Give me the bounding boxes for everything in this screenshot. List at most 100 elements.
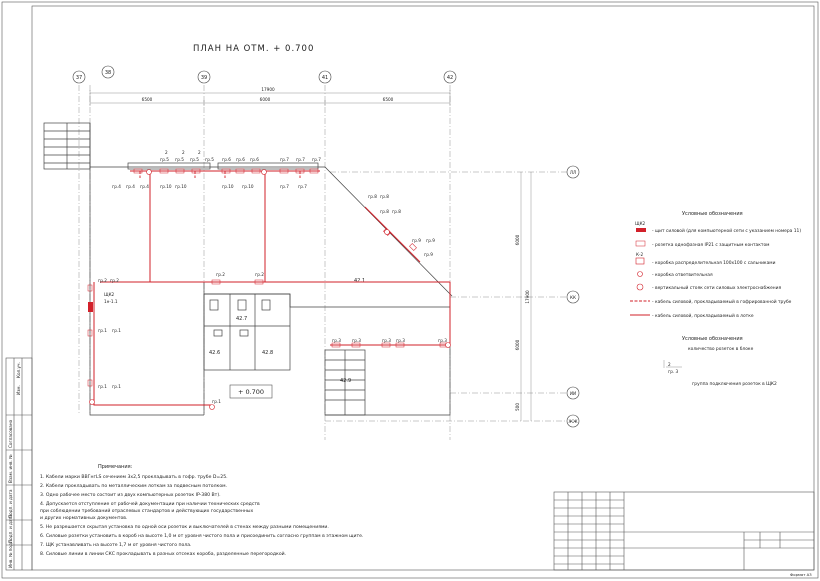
dim-right-b: 6000 — [515, 339, 520, 350]
svg-text:6. Силовые розетки установить: 6. Силовые розетки установить в короб на… — [40, 533, 363, 539]
svg-text:гр.7: гр.7 — [298, 184, 307, 189]
svg-text:Условные обозначения: Условные обозначения — [682, 336, 743, 342]
svg-text:гр.6: гр.6 — [236, 157, 245, 162]
side-label-6: Кол.уч. — [16, 362, 21, 378]
axis-37: 37 — [76, 75, 82, 81]
svg-text:4. Допускается отступление от: 4. Допускается отступление от рабочей до… — [40, 500, 260, 507]
svg-text:гр.3: гр.3 — [438, 338, 447, 343]
axis-39: 39 — [201, 75, 207, 81]
axis-bubbles-top: 37 38 39 41 42 — [72, 65, 457, 84]
svg-text:гр.7: гр.7 — [280, 184, 289, 189]
svg-text:гр.8: гр.8 — [380, 209, 389, 214]
svg-text:и других нормативных документо: и других нормативных документов. — [40, 516, 127, 521]
svg-text:гр.2: гр.2 — [216, 272, 225, 277]
svg-text:количество розеток в блоке: количество розеток в блоке — [688, 345, 754, 352]
room-42-8: 42.8 — [262, 350, 273, 356]
svg-text:гр.3: гр.3 — [382, 338, 391, 343]
cable-routes — [93, 170, 451, 406]
svg-text:при соблюдении требований отра: при соблюдении требований отраслевых ста… — [40, 507, 254, 514]
dimensions-top: 17900 6500 6000 6500 — [89, 87, 451, 106]
svg-text:- кабель силовой, прокладываем: - кабель силовой, прокладываемый в лотке — [652, 312, 754, 319]
axis-42: 42 — [447, 75, 453, 81]
dim-top-c: 6500 — [383, 97, 394, 102]
axis-kk: КК — [570, 295, 576, 300]
svg-text:Примечания:: Примечания: — [98, 464, 133, 470]
svg-text:2: 2 — [668, 362, 671, 367]
svg-text:гр.6: гр.6 — [250, 157, 259, 162]
side-label-0: Согласовано — [8, 419, 13, 448]
svg-text:гр.10: гр.10 — [175, 184, 187, 189]
svg-text:5. Не разрешается скрытая уста: 5. Не разрешается скрытая установка по о… — [40, 523, 329, 530]
svg-text:1. Кабели марки ВВГнгLS сечени: 1. Кабели марки ВВГнгLS сечением 3х2,5 п… — [40, 474, 228, 480]
svg-text:2. Кабели прокладывать по мета: 2. Кабели прокладывать по металлическим … — [40, 483, 227, 489]
svg-text:2: 2 — [198, 150, 201, 155]
svg-text:гр.9: гр.9 — [424, 252, 433, 257]
axis-38: 38 — [105, 70, 111, 76]
svg-text:гр.8: гр.8 — [392, 209, 401, 214]
side-label-2: Подп. и дата — [8, 489, 13, 518]
svg-text:гр.2: гр.2 — [110, 278, 119, 283]
dim-right-overall: 17900 — [525, 290, 530, 304]
svg-text:К-2: К-2 — [636, 252, 643, 257]
page-title: ПЛАН НА ОТМ. + 0.700 — [193, 44, 314, 54]
svg-text:2: 2 — [165, 150, 168, 155]
room-42-6: 42.6 — [209, 350, 220, 356]
panel-sub: 1н-1.1 — [104, 299, 118, 304]
side-stamp: Согласовано Взам. инв. № Подп. и дата Ин… — [5, 357, 33, 571]
legend: Условные обозначения ЩК2 - щит силовой (… — [630, 211, 801, 319]
panel-shk2[interactable] — [88, 302, 93, 312]
dim-top-b: 6000 — [260, 97, 271, 102]
svg-text:7. ЩК устанавливать на высоте: 7. ЩК устанавливать на высоте 1,7 м от у… — [40, 542, 192, 548]
dim-top-a: 6500 — [142, 97, 153, 102]
svg-text:гр.2: гр.2 — [98, 278, 107, 283]
svg-text:гр.10: гр.10 — [242, 184, 254, 189]
svg-text:ЩК2: ЩК2 — [635, 221, 646, 226]
room-42-7: 42.7 — [236, 316, 247, 322]
svg-text:группа подключения розеток в Щ: группа подключения розеток в ЩК2 — [692, 381, 777, 387]
svg-text:гр.3: гр.3 — [352, 338, 361, 343]
axis-lines — [78, 85, 570, 440]
side-label-4: Подп. и дата — [8, 514, 13, 543]
title-block — [553, 491, 815, 571]
svg-text:гр.5: гр.5 — [205, 157, 214, 162]
panel-name: ЩК2 — [104, 292, 115, 297]
svg-text:- розетка однофазная IP21 с за: - розетка однофазная IP21 с защитным кон… — [652, 242, 769, 248]
dim-right-a: 6000 — [515, 234, 520, 245]
svg-text:гр.4: гр.4 — [112, 184, 121, 189]
svg-text:гр.1: гр.1 — [98, 328, 107, 333]
svg-text:гр.1: гр.1 — [112, 328, 121, 333]
svg-text:- вертикальный стояк сети сило: - вертикальный стояк сети силовых электр… — [652, 284, 782, 291]
room-42-1: 42.1 — [354, 278, 365, 284]
elevation-mark: + 0.700 — [238, 388, 264, 396]
svg-text:гр.10: гр.10 — [160, 184, 172, 189]
svg-text:- щит силовой (для компьютерно: - щит силовой (для компьютерной сети с у… — [652, 227, 801, 234]
axis-ll: ЛЛ — [570, 170, 576, 175]
svg-text:гр.1: гр.1 — [112, 384, 121, 389]
svg-text:- кабель силовой, прокладываем: - кабель силовой, прокладываемый в гофри… — [652, 298, 792, 305]
axis-zhzh: ЖЖ — [568, 419, 578, 424]
svg-text:гр.5: гр.5 — [190, 157, 199, 162]
dimensions-right: 6000 6000 17900 500 — [515, 172, 532, 421]
room-42-9: 42.9 — [340, 378, 351, 384]
svg-text:гр.7: гр.7 — [280, 157, 289, 162]
elevation-box — [229, 384, 273, 399]
building-walls — [43, 122, 453, 416]
svg-text:гр.1: гр.1 — [98, 384, 107, 389]
axis-bubbles-right: ЛЛ КК ИИ ЖЖ — [566, 165, 580, 428]
svg-text:гр.8: гр.8 — [380, 194, 389, 199]
svg-text:гр.2: гр.2 — [255, 272, 264, 277]
dim-right-c: 500 — [515, 403, 520, 411]
svg-text:2: 2 — [182, 150, 185, 155]
svg-text:гр.1: гр.1 — [212, 399, 221, 404]
axis-ii: ИИ — [570, 391, 576, 396]
svg-text:гр.7: гр.7 — [296, 157, 305, 162]
sockets — [87, 168, 451, 410]
dim-top-overall: 17900 — [261, 87, 275, 92]
svg-text:гр.4: гр.4 — [126, 184, 135, 189]
side-label-5: Изм. — [16, 385, 21, 395]
svg-text:гр.9: гр.9 — [412, 238, 421, 243]
side-label-3: Инв. № подл. — [8, 539, 13, 568]
